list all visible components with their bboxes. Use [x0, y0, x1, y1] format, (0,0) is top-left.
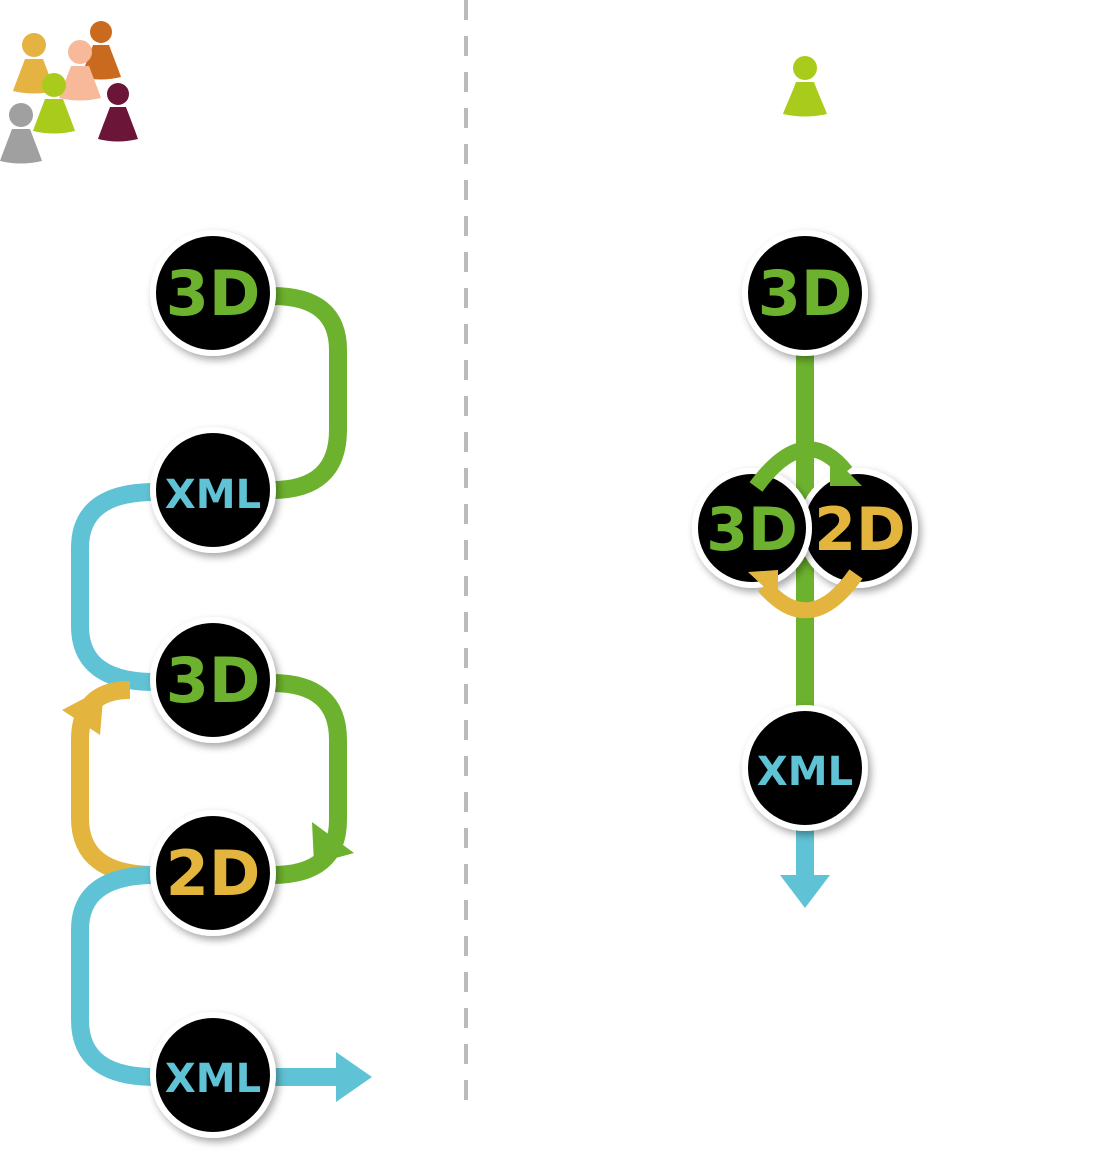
node-3d: 3D [742, 230, 868, 356]
connector-xml-to-3d [71, 483, 156, 691]
right-nodes: 3D 2D 3D XML [692, 230, 918, 831]
arrowhead-down-blue [780, 875, 830, 908]
arrowhead-yellow [62, 688, 104, 735]
person-icon [0, 103, 42, 164]
node-label-3d: 3D [166, 644, 261, 717]
node-3d: 3D [150, 230, 276, 356]
connector-3d-to-xml [271, 287, 347, 499]
connector-3d-to-2d [271, 674, 347, 884]
node-label-3d: 3D [706, 495, 798, 565]
node-3d: 3D [692, 468, 812, 588]
person-icon [98, 83, 138, 142]
node-label-xml: XML [757, 749, 853, 795]
node-2d: 2D [798, 468, 918, 588]
left-nodes: 3D XML 3D 2D XML [150, 230, 276, 1138]
node-2d: 2D [150, 810, 276, 936]
node-xml: XML [742, 705, 868, 831]
sync-arrowhead-yellow [748, 570, 778, 600]
node-3d: 3D [150, 617, 276, 743]
node-label-3d: 3D [166, 257, 261, 330]
node-xml: XML [150, 1012, 276, 1138]
arrowhead-green [312, 822, 354, 864]
people-group-icon [0, 21, 138, 164]
arrowhead-blue [336, 1052, 372, 1102]
node-label-xml: XML [165, 472, 261, 518]
person-icon [33, 73, 75, 134]
node-label-xml: XML [165, 1056, 261, 1102]
sync-arrowhead-green [830, 454, 862, 486]
node-xml: XML [150, 427, 276, 553]
connector-2d-to-xml [71, 866, 156, 1086]
left-flow-arrowheads [62, 688, 372, 1102]
left-flow-connectors [71, 287, 347, 1086]
node-label-2d: 2D [814, 495, 906, 565]
person-icon [783, 56, 827, 117]
node-label-3d: 3D [758, 257, 853, 330]
node-label-2d: 2D [166, 837, 261, 910]
person-icon [59, 40, 101, 101]
